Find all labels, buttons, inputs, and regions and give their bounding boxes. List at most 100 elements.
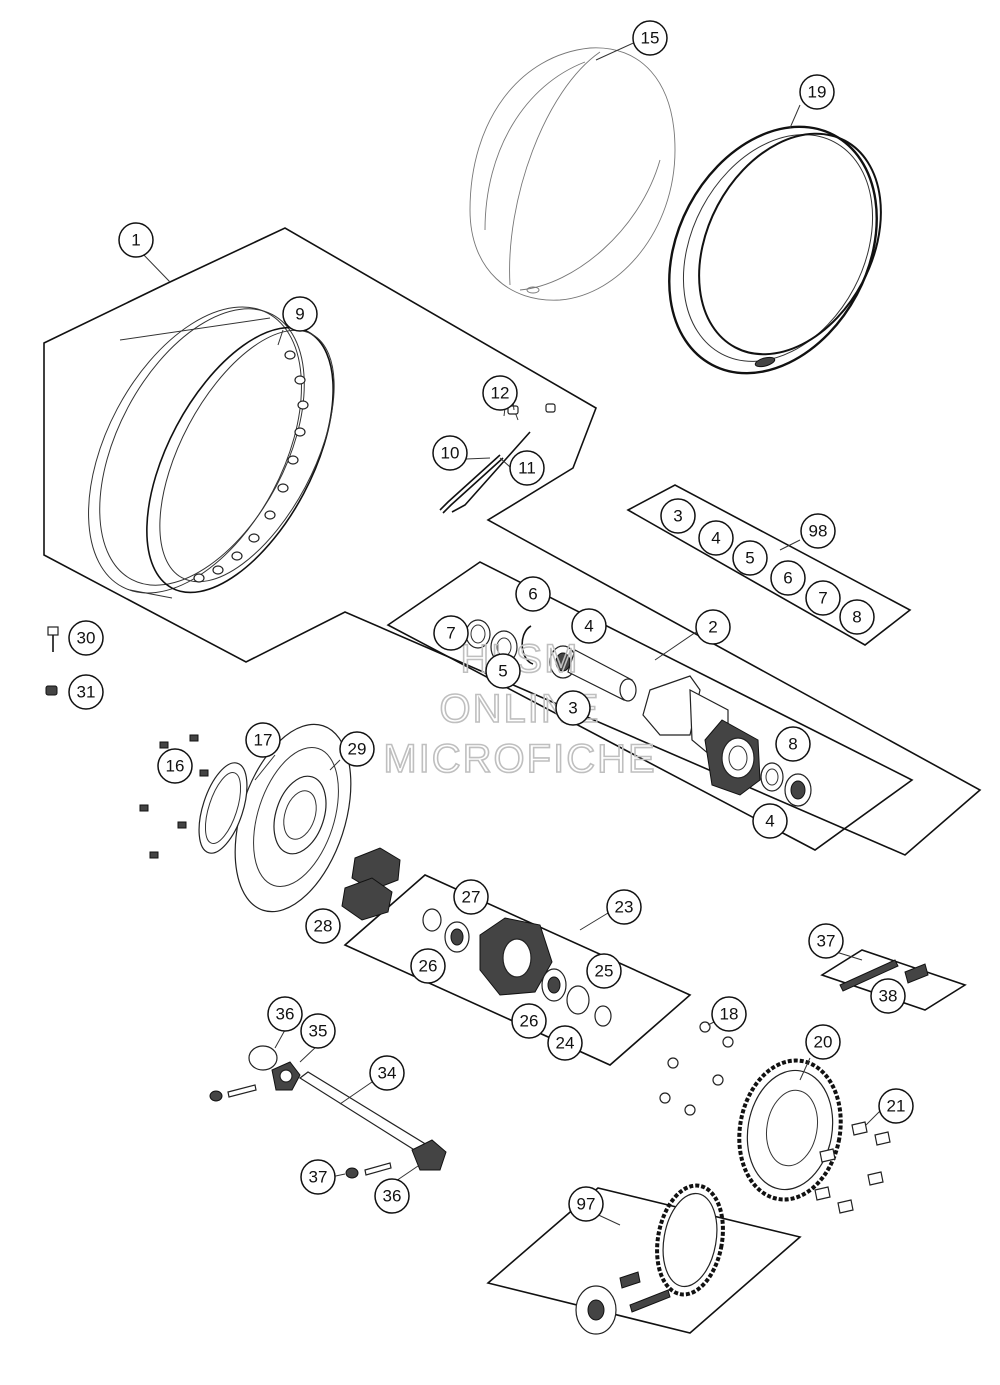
svg-text:15: 15 — [641, 29, 660, 48]
chain-kit — [575, 1183, 725, 1335]
svg-text:17: 17 — [254, 731, 273, 750]
callout-1: 1 — [118, 222, 154, 258]
svg-text:34: 34 — [378, 1064, 397, 1083]
svg-text:37: 37 — [309, 1168, 328, 1187]
svg-text:38: 38 — [879, 987, 898, 1006]
brake-disc — [139, 723, 352, 913]
svg-text:9: 9 — [295, 305, 304, 324]
svg-text:2: 2 — [708, 618, 717, 637]
callout-6: 6 — [515, 576, 551, 612]
callout-3: 3 — [555, 690, 591, 726]
svg-text:19: 19 — [808, 83, 827, 102]
callout-37: 37 — [808, 923, 844, 959]
watermark: HLSM ONLINE MICROFICHE — [383, 636, 656, 782]
svg-text:5: 5 — [745, 549, 754, 568]
callout-36: 36 — [374, 1178, 410, 1214]
callout-8-hub: 8 — [775, 726, 811, 762]
callout-15: 15 — [632, 20, 668, 56]
svg-text:28: 28 — [314, 917, 333, 936]
svg-text:3: 3 — [673, 507, 682, 526]
tire — [469, 47, 676, 301]
svg-text:30: 30 — [77, 629, 96, 648]
callout-23: 23 — [606, 889, 642, 925]
svg-text:29: 29 — [348, 740, 367, 759]
svg-text:4: 4 — [711, 529, 720, 548]
svg-text:21: 21 — [887, 1097, 906, 1116]
callout-34: 36 — [267, 996, 303, 1032]
svg-text:8: 8 — [788, 735, 797, 754]
callout-98-6: 6 — [770, 560, 806, 596]
group-outline-97 — [486, 1187, 802, 1334]
svg-text:1: 1 — [131, 231, 140, 250]
callout-98-3: 3 — [660, 498, 696, 534]
svg-text:4: 4 — [584, 617, 593, 636]
svg-text:26: 26 — [520, 1012, 539, 1031]
callout-19: 19 — [799, 74, 835, 110]
callout-16: 16 — [157, 748, 193, 784]
rim-band — [668, 125, 882, 375]
callout-97: 97 — [568, 1186, 604, 1222]
svg-text:36: 36 — [383, 1187, 402, 1206]
callout-98-8: 8 — [839, 599, 875, 635]
rim — [88, 306, 335, 599]
callout-9: 9 — [282, 296, 318, 332]
svg-text:26: 26 — [419, 957, 438, 976]
svg-text:6: 6 — [783, 569, 792, 588]
svg-text:25: 25 — [595, 962, 614, 981]
group-outline-98 — [626, 484, 912, 646]
callout-17: 17 — [245, 722, 281, 758]
svg-text:6: 6 — [528, 585, 537, 604]
svg-text:5: 5 — [498, 662, 507, 681]
svg-text:7: 7 — [818, 589, 827, 608]
callout-12: 12 — [482, 375, 518, 411]
svg-text:11: 11 — [518, 459, 536, 478]
callout-18: 18 — [711, 996, 747, 1032]
svg-text:18: 18 — [720, 1005, 739, 1024]
callout-29: 29 — [339, 731, 375, 767]
svg-text:23: 23 — [615, 898, 634, 917]
callout-24: 24 — [547, 1025, 583, 1061]
svg-text:20: 20 — [814, 1033, 833, 1052]
svg-text:27: 27 — [462, 888, 481, 907]
svg-text:35: 35 — [309, 1022, 328, 1041]
callout-4-bottom: 4 — [752, 803, 788, 839]
svg-text:24: 24 — [556, 1034, 575, 1053]
svg-text:31: 31 — [77, 683, 96, 702]
callout-98-5: 5 — [732, 540, 768, 576]
callout-35: 37 — [300, 1159, 336, 1195]
svg-text:3: 3 — [568, 699, 577, 718]
svg-text:7: 7 — [446, 624, 455, 643]
hub-assembly — [465, 619, 812, 807]
callout-26-left: 26 — [410, 948, 446, 984]
callout-28: 28 — [305, 908, 341, 944]
group-outline-2 — [386, 561, 914, 851]
callout-38: 38 — [870, 978, 906, 1014]
sprocket-carrier — [422, 908, 612, 1027]
chain-link — [839, 959, 929, 992]
axle-parts — [209, 1045, 447, 1179]
valve-parts — [439, 403, 556, 514]
cush-drive-rubbers — [341, 847, 401, 921]
callout-20: 20 — [805, 1024, 841, 1060]
svg-text:37: 37 — [817, 932, 836, 951]
watermark-line-3: MICROFICHE — [383, 737, 656, 781]
callout-2: 2 — [695, 609, 731, 645]
svg-text:36: 36 — [276, 1005, 295, 1024]
callout-33: 35 — [300, 1013, 336, 1049]
svg-text:8: 8 — [852, 608, 861, 627]
callout-98-4: 4 — [698, 520, 734, 556]
callout-5: 5 — [485, 653, 521, 689]
group-outline-1 — [43, 227, 982, 856]
svg-text:12: 12 — [491, 384, 510, 403]
callout-98-7: 7 — [805, 580, 841, 616]
small-fasteners — [45, 626, 59, 696]
callout-21: 21 — [878, 1088, 914, 1124]
rear-sprocket — [659, 1021, 891, 1214]
svg-text:4: 4 — [765, 812, 774, 831]
svg-text:97: 97 — [577, 1195, 596, 1214]
callout-26-right: 26 — [511, 1003, 547, 1039]
callout-7: 7 — [433, 615, 469, 651]
callout-11: 11 — [509, 450, 545, 486]
callout-30: 30 — [68, 620, 104, 656]
